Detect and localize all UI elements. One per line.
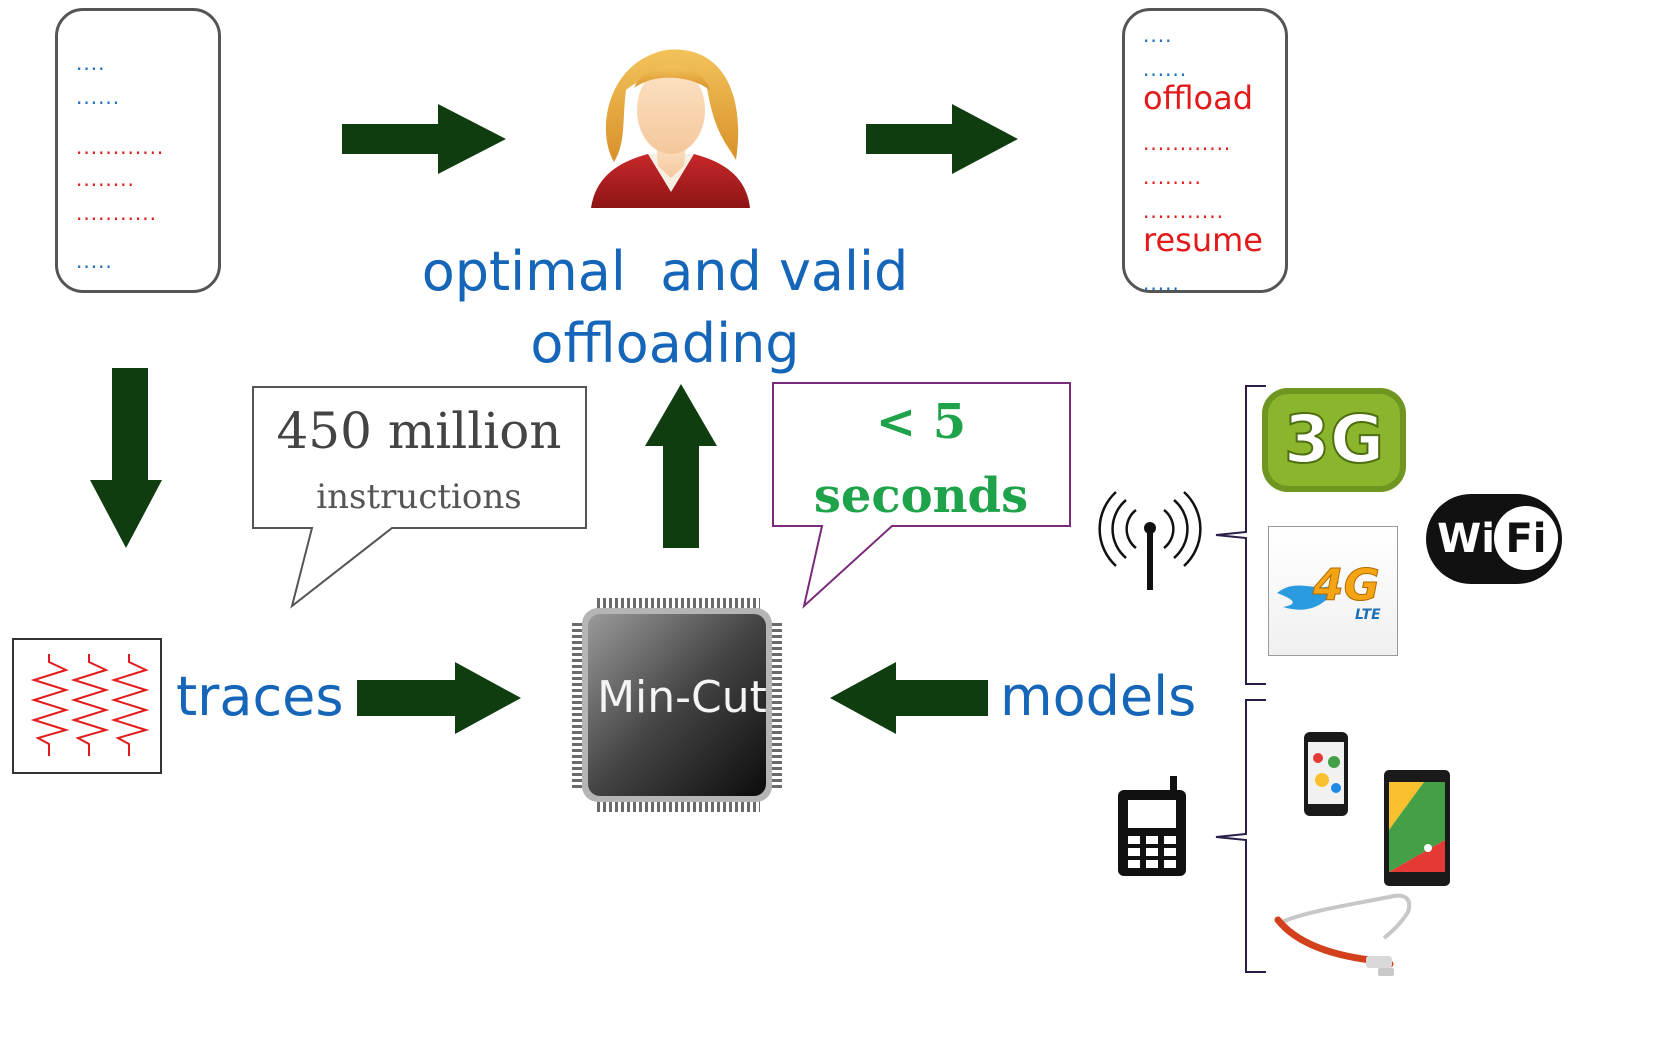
developer-avatar-icon [591,49,750,208]
wifi-label-fi: Fi [1505,516,1547,562]
code-line: .... [76,51,106,75]
lte-label: LTE [1355,607,1381,623]
traces-label: traces [176,665,344,728]
arrow-down-to-traces [90,368,162,548]
code-line: ........ [1143,165,1202,189]
goal-label-line1: optimal and valid [421,240,909,303]
code-line: ...... [1143,57,1188,81]
4g-label: 4G [1313,560,1381,611]
goal-label-line2: offloading [530,312,800,375]
code-line: ........... [76,201,157,225]
instructions-unit: instructions [316,477,522,517]
code-line: ..... [1143,271,1180,295]
resume-keyword: resume [1143,221,1263,259]
cellphone-icon [1118,776,1186,876]
3g-label: 3G [1283,400,1385,479]
arrow-right-to-result [866,104,1018,174]
smart-glasses-icon [1274,893,1412,976]
instructions-count: 450 million [276,402,562,460]
mincut-label: Min-Cut [597,672,767,723]
time-value: < 5 [875,394,967,450]
smartphone-icon [1304,732,1348,816]
mincut-solver-chip: Min-Cut [572,598,782,812]
code-line: ............ [1143,131,1232,155]
code-line: .... [1143,23,1173,47]
wifi-label-wi: Wi [1437,516,1495,562]
tablet-icon [1384,770,1450,886]
code-line: ..... [76,249,113,273]
network-brace [1215,385,1266,685]
code-line: ........... [1143,199,1224,223]
offloaded-code-box: .... ...... offload ............ .......… [1122,8,1288,293]
arrow-models-to-mincut [830,662,988,734]
3g-badge: 3G [1262,388,1406,492]
device-brace [1215,699,1266,973]
4g-lte-badge: 4G LTE [1268,526,1398,656]
code-line: ........ [76,167,135,191]
time-unit: seconds [813,468,1029,524]
traces-box [12,638,162,774]
chip-icon [572,598,782,812]
4g-flame-icon [1277,581,1339,610]
arrow-traces-to-mincut [357,662,521,734]
wifi-fi-circle [1494,506,1558,570]
arrow-up-to-goal [645,384,717,548]
instructions-callout-bubble [252,386,587,609]
antenna-icon [1098,491,1202,590]
models-label: models [1000,665,1197,728]
trace-waveform-icon [30,654,150,756]
code-line: ............ [76,135,165,159]
code-line: ...... [76,85,121,109]
offload-keyword: offload [1143,79,1254,117]
time-callout-bubble [772,382,1071,609]
wifi-badge: Wi Fi [1426,494,1562,584]
source-code-box: .... ...... ............ ........ ......… [55,8,221,293]
arrow-right-to-developer [342,104,506,174]
